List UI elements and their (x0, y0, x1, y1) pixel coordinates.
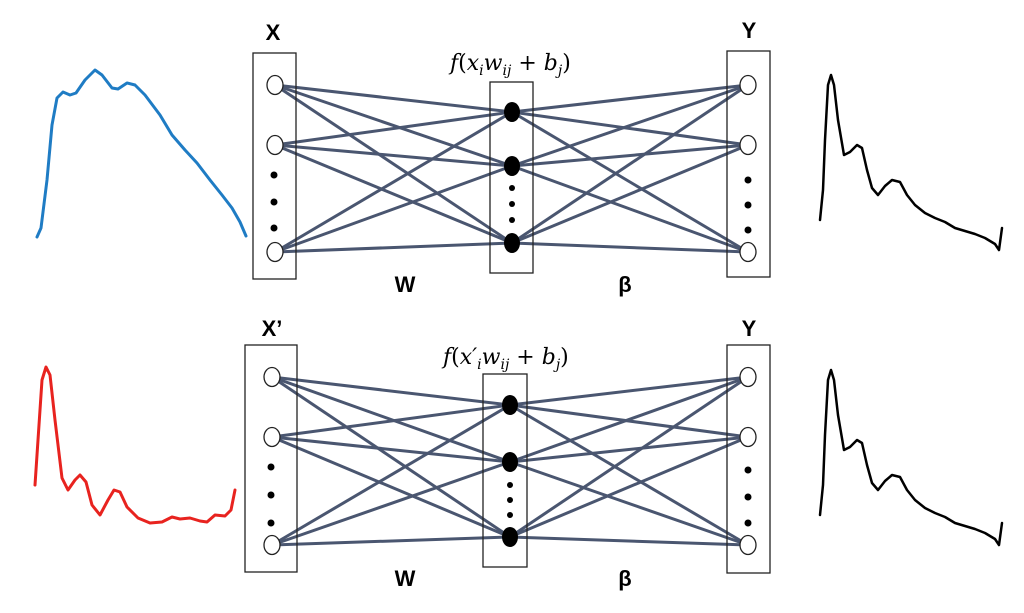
hidden-output-edge (509, 375, 749, 464)
hidden-output-edge (511, 83, 749, 245)
ellipsis-dot (744, 519, 752, 527)
input-hidden-edge (274, 83, 513, 168)
hidden-output-edge (511, 241, 749, 254)
hidden-node (502, 452, 518, 472)
input-hidden-edge (271, 535, 511, 547)
hidden-output-edge (509, 375, 749, 539)
hidden-layer-box-top (489, 81, 534, 274)
input-hidden-edge (274, 143, 513, 168)
ellipsis-dot (744, 201, 752, 209)
hidden-output-edge (509, 535, 749, 547)
output-node (739, 534, 757, 556)
hidden-layer-box-bottom (482, 373, 528, 568)
input-node (266, 241, 284, 263)
input-hidden-edge (274, 83, 513, 245)
hidden-formula-top: f(xiwij + bj) (448, 51, 571, 79)
input-hidden-edge (274, 241, 513, 254)
hidden-output-edge (509, 403, 749, 547)
input-hidden-edge (274, 110, 513, 147)
hidden-node (504, 233, 520, 253)
hidden-formula-bottom: f(x′iwij + bj) (441, 345, 569, 373)
ellipsis-dot (267, 519, 275, 527)
output-node (739, 366, 757, 388)
output-node (739, 74, 757, 96)
hidden-output-edge (509, 435, 749, 464)
input-hidden-edge (271, 403, 511, 439)
output-node (739, 241, 757, 263)
output-node (739, 426, 757, 448)
output-node (739, 134, 757, 156)
ellipsis-dot (744, 176, 752, 184)
hidden-node (502, 395, 518, 415)
hidden-node (504, 102, 520, 122)
output-label-top: Y (742, 18, 757, 43)
input-node (263, 426, 281, 448)
ellipsis-dot (744, 466, 752, 474)
hidden-output-edge (511, 83, 749, 168)
hidden-output-edge (509, 375, 749, 407)
input-node (266, 134, 284, 156)
ellipsis-dot (270, 171, 278, 179)
ellipsis-dot (507, 512, 513, 518)
input-spectrum-curve-bottom (33, 365, 237, 525)
output-layer-box-top (726, 50, 771, 278)
input-hidden-edge (274, 83, 513, 114)
output-spectrum-curve-top (818, 73, 1004, 252)
input-node (263, 534, 281, 556)
input-hidden-edge (271, 435, 511, 539)
hidden-output-edge (511, 164, 749, 254)
input-spectrum-curve-top (35, 68, 248, 239)
hidden-node (504, 156, 520, 176)
ellipsis-dot (744, 493, 752, 501)
output-layer-box-bottom (726, 344, 771, 574)
hidden-output-edge (511, 143, 749, 168)
hidden-output-edge (511, 110, 749, 147)
input-label-top: X (266, 20, 281, 45)
output-label-bottom: Y (742, 316, 757, 341)
hidden-output-edge (511, 83, 749, 114)
input-hidden-edge (271, 460, 511, 547)
ellipsis-dot (267, 463, 275, 471)
output-spectrum-curve-bottom (818, 368, 1004, 547)
input-hidden-edge (271, 375, 511, 539)
hidden-output-edge (509, 460, 749, 547)
ellipsis-dot (267, 491, 275, 499)
input-layer-box-bottom (244, 344, 298, 573)
ellipsis-dot (509, 217, 515, 223)
ellipsis-dot (270, 198, 278, 206)
hidden-output-edge (509, 435, 749, 539)
hidden-output-edge (511, 143, 749, 245)
beta-label-bottom: β (618, 566, 631, 591)
ellipsis-dot (509, 201, 515, 207)
input-label-bottom: X’ (262, 316, 283, 341)
hidden-output-edge (511, 110, 749, 254)
ellipsis-dot (270, 224, 278, 232)
input-node (266, 74, 284, 96)
beta-label-top: β (618, 272, 631, 297)
input-hidden-edge (271, 435, 511, 464)
input-hidden-edge (274, 110, 513, 254)
ellipsis-dot (507, 497, 513, 503)
hidden-node (502, 527, 518, 547)
ellipsis-dot (744, 226, 752, 234)
weights-label-bottom: W (395, 566, 416, 591)
input-hidden-edge (274, 164, 513, 254)
ellipsis-dot (507, 482, 513, 488)
input-node (263, 366, 281, 388)
input-hidden-edge (271, 375, 511, 407)
input-layer-box-top (252, 52, 297, 280)
input-hidden-edge (274, 143, 513, 245)
ellipsis-dot (509, 185, 515, 191)
weights-label-top: W (395, 272, 416, 297)
input-hidden-edge (271, 403, 511, 547)
